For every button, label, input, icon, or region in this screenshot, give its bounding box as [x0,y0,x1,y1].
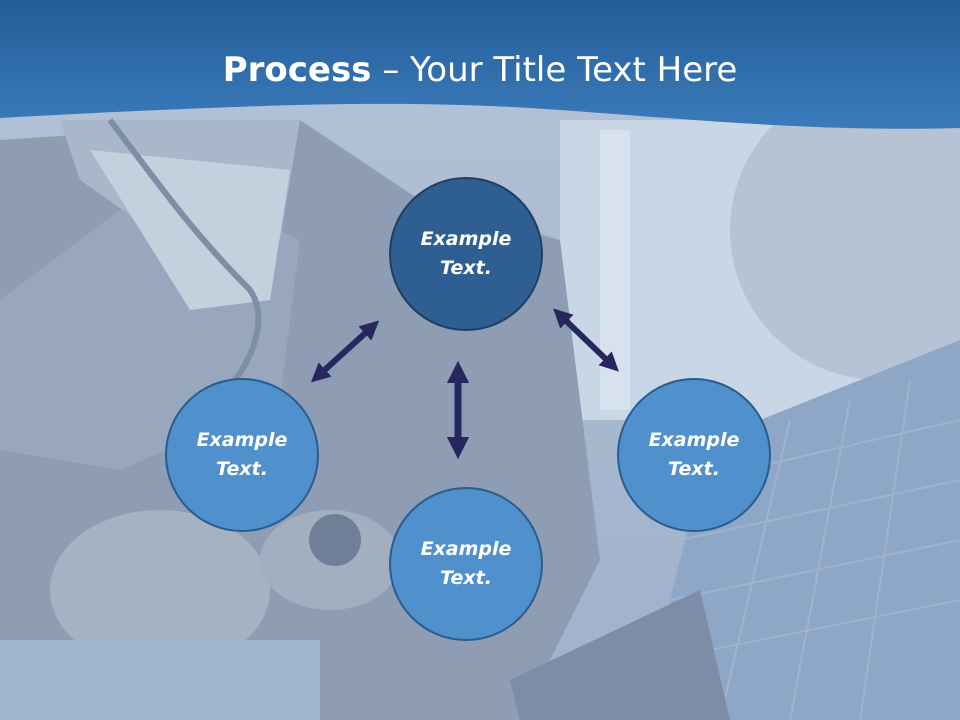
header-banner [0,0,960,129]
process-node-bottom[interactable]: Example Text. [389,487,543,641]
node-bottom-label: Example Text. [420,538,512,589]
process-node-left[interactable]: Example Text. [165,378,319,532]
node-top-label: Example Text. [420,228,512,279]
process-node-top[interactable]: Example Text. [389,177,543,331]
node-left-label: Example Text. [196,429,288,480]
slide-title: Process – Your Title Text Here [0,50,960,90]
title-rest: – Your Title Text Here [371,50,738,90]
process-node-right[interactable]: Example Text. [617,378,771,532]
node-right-label: Example Text. [648,429,740,480]
title-bold: Process [222,50,372,90]
